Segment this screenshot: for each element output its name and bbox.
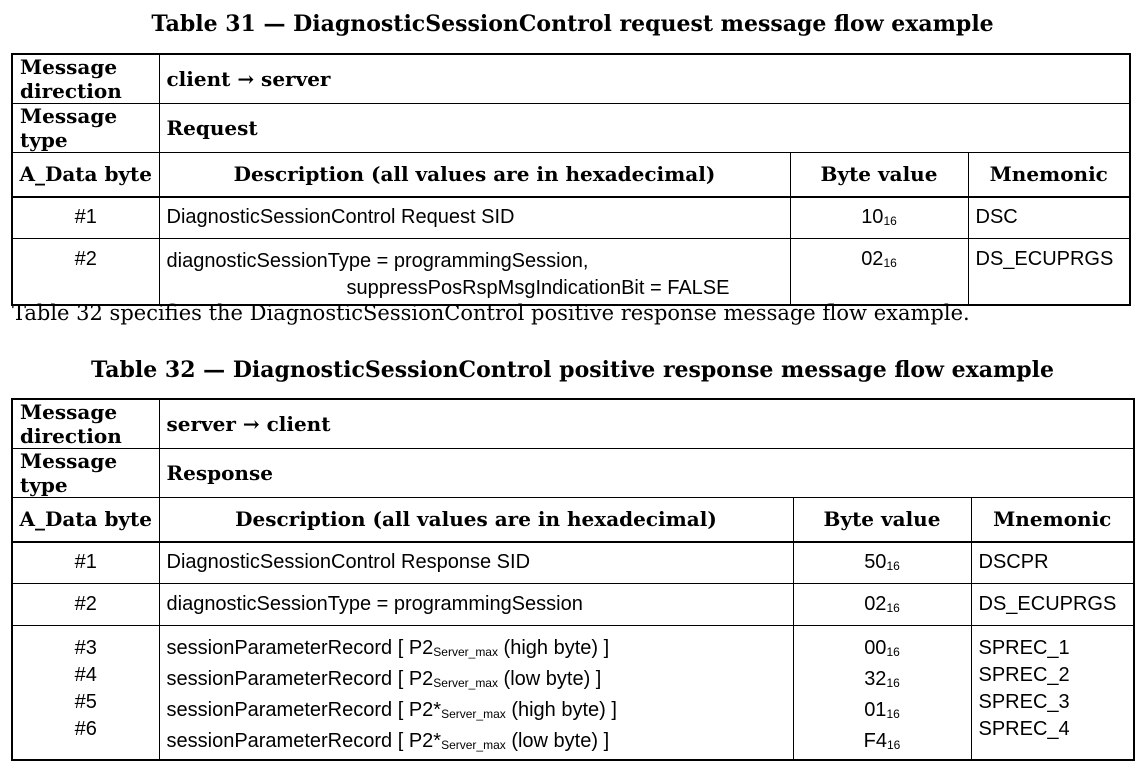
desc-subscript: Server_max: [441, 738, 506, 752]
hex-value: 32: [864, 668, 887, 690]
byte-value-cell: 5016: [792, 541, 972, 584]
col-header-description: Description (all values are in hexadecim…: [158, 152, 791, 197]
type-label: Message type: [11, 103, 160, 153]
hex-value: 01: [864, 699, 887, 721]
byte-line: #4: [74, 664, 97, 686]
byte-cell: #1: [11, 196, 160, 239]
mnemonic-cell: DSCPR: [970, 541, 1135, 584]
hex-value: 10: [861, 206, 884, 229]
description-line-1: diagnosticSessionType = programmingSessi…: [166, 250, 589, 272]
mnemonic-cell: DSC: [967, 196, 1131, 239]
table32-type-row: Message type Response: [11, 448, 1135, 498]
desc-text: sessionParameterRecord [ P2: [166, 637, 434, 659]
byte-value-cell: 0216: [792, 583, 972, 626]
radix-subscript: 16: [886, 601, 900, 615]
description-cell: diagnosticSessionType = programmingSessi…: [158, 583, 794, 626]
byte-line: #3: [74, 637, 97, 659]
mnemonic-line: SPREC_4: [978, 718, 1070, 740]
mnemonic-line: SPREC_2: [978, 664, 1070, 686]
mnemonic-line: SPREC_3: [978, 691, 1070, 713]
desc-text: sessionParameterRecord [ P2*: [166, 699, 442, 721]
col-header-value: Byte value: [789, 152, 969, 197]
radix-subscript: 16: [886, 707, 900, 721]
value-line: 3216: [801, 666, 964, 697]
radix-subscript: 16: [886, 738, 901, 752]
desc-text: (low byte) ]: [505, 730, 610, 752]
table32: Message direction server → client Messag…: [11, 398, 1136, 761]
table31-caption: Table 31 — DiagnosticSessionControl requ…: [151, 11, 994, 37]
description-cell: DiagnosticSessionControl Request SID: [158, 196, 791, 239]
byte-line: #5: [74, 691, 97, 713]
hex-value: 02: [864, 593, 887, 615]
desc-text: sessionParameterRecord [ P2*: [166, 730, 442, 752]
hex-value: 50: [864, 551, 887, 574]
hex-value: 00: [864, 637, 887, 659]
description-cell: DiagnosticSessionControl Response SID: [158, 541, 794, 584]
table-row: #1 DiagnosticSessionControl Response SID…: [11, 541, 1135, 584]
type-label: Message type: [11, 448, 160, 498]
table32-column-header: A_Data byte Description (all values are …: [11, 497, 1135, 542]
table-row: #1 DiagnosticSessionControl Request SID …: [11, 196, 1131, 239]
table32-caption: Table 32 — DiagnosticSessionControl posi…: [90, 357, 1054, 383]
byte-cell: #1: [11, 541, 160, 584]
col-header-mnemonic: Mnemonic: [967, 152, 1131, 197]
hex-value: F4: [863, 730, 887, 752]
radix-subscript: 16: [886, 645, 900, 659]
table31-type-row: Message type Request: [11, 103, 1131, 153]
description-line: sessionParameterRecord [ P2Server_max (h…: [167, 635, 786, 666]
body-paragraph: Table 32 specifies the DiagnosticSession…: [12, 301, 970, 325]
value-line: 0016: [801, 635, 964, 666]
mnemonic-cell: DS_ECUPRGS: [970, 583, 1135, 626]
table-row: #3 #4 #5 #6 sessionParameterRecord [ P2S…: [11, 625, 1135, 761]
value-line: 0116: [801, 697, 964, 728]
desc-text: sessionParameterRecord [ P2: [166, 668, 434, 690]
desc-text: (high byte) ]: [505, 699, 617, 721]
description-line-2: suppressPosRspMsgIndicationBit = FALSE: [346, 277, 730, 299]
desc-subscript: Server_max: [433, 645, 498, 659]
hex-value: 02: [861, 248, 884, 270]
description-cell: sessionParameterRecord [ P2Server_max (h…: [158, 625, 794, 761]
desc-text: (low byte) ]: [497, 668, 602, 690]
desc-subscript: Server_max: [433, 676, 498, 690]
col-header-value: Byte value: [792, 497, 972, 542]
radix-subscript: 16: [883, 214, 897, 229]
byte-cell: #2: [11, 583, 160, 626]
byte-value-cell: 0016 3216 0116 F416: [792, 625, 972, 761]
table-row: #2 diagnosticSessionType = programmingSe…: [11, 583, 1135, 626]
byte-value-cell: 0216: [789, 238, 969, 305]
col-header-mnemonic: Mnemonic: [970, 497, 1135, 542]
direction-value: server → client: [158, 398, 1135, 449]
description-cell: diagnosticSessionType = programmingSessi…: [158, 238, 791, 305]
col-header-byte: A_Data byte: [11, 497, 160, 542]
table31-direction-row: Message direction client → server: [11, 53, 1131, 104]
description-line: sessionParameterRecord [ P2Server_max (l…: [167, 666, 786, 697]
table32-direction-row: Message direction server → client: [11, 398, 1135, 449]
mnemonic-line: SPREC_1: [978, 637, 1070, 659]
byte-line: #6: [74, 718, 97, 740]
table31-column-header: A_Data byte Description (all values are …: [11, 152, 1131, 197]
col-header-description: Description (all values are in hexadecim…: [158, 497, 794, 542]
byte-cell: #2: [11, 238, 160, 305]
mnemonic-cell: DS_ECUPRGS: [967, 238, 1131, 305]
direction-label: Message direction: [11, 398, 160, 449]
byte-cell: #3 #4 #5 #6: [11, 625, 160, 761]
desc-text: (high byte) ]: [497, 637, 610, 659]
direction-value: client → server: [158, 53, 1131, 104]
direction-label: Message direction: [11, 53, 160, 104]
radix-subscript: 16: [883, 256, 897, 270]
radix-subscript: 16: [886, 676, 900, 690]
type-value: Request: [158, 103, 1131, 153]
col-header-byte: A_Data byte: [11, 152, 160, 197]
description-line: sessionParameterRecord [ P2*Server_max (…: [167, 697, 786, 728]
table31: Message direction client → server Messag…: [11, 53, 1132, 306]
desc-subscript: Server_max: [441, 707, 506, 721]
mnemonic-cell: SPREC_1 SPREC_2 SPREC_3 SPREC_4: [970, 625, 1135, 761]
radix-subscript: 16: [886, 559, 900, 574]
type-value: Response: [158, 448, 1135, 498]
table-row: #2 diagnosticSessionType = programmingSe…: [11, 238, 1131, 305]
byte-value-cell: 1016: [789, 196, 969, 239]
